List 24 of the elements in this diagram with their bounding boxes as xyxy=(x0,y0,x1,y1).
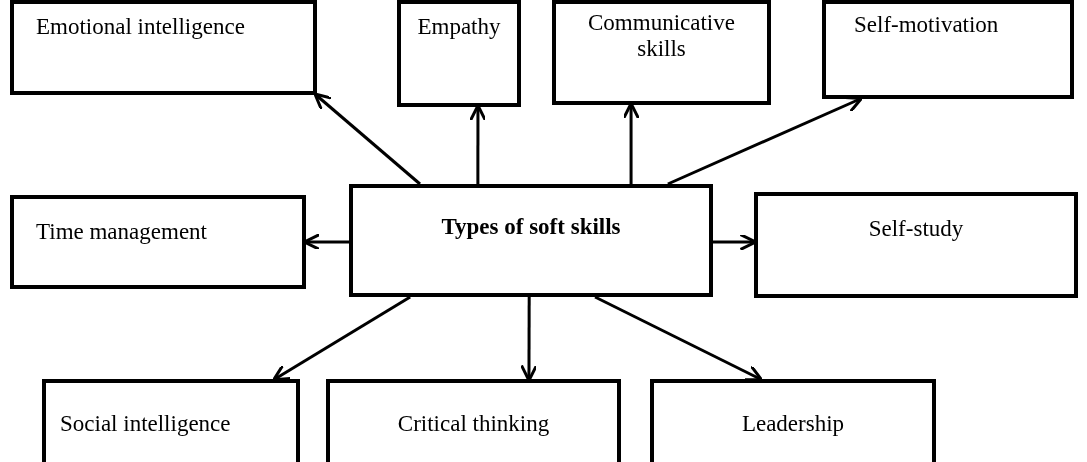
skill-box xyxy=(10,195,306,289)
skill-label: Self-study xyxy=(867,216,965,243)
skill-box xyxy=(397,0,521,107)
arrow xyxy=(313,92,421,186)
skill-label: Critical thinking xyxy=(396,411,551,438)
skill-label: Time management xyxy=(35,219,208,246)
skill-box xyxy=(42,379,300,462)
skill-box xyxy=(349,184,713,297)
skill-label: Empathy xyxy=(416,14,502,41)
arrow xyxy=(272,295,411,382)
arrow xyxy=(520,297,538,382)
skill-box xyxy=(754,192,1078,298)
skill-label: Social intelligence xyxy=(59,411,232,438)
skill-label: Leadership xyxy=(740,411,846,438)
skill-box xyxy=(10,0,317,95)
skill-box xyxy=(822,0,1074,99)
skill-label: Self-motivation xyxy=(853,12,1000,39)
skill-box xyxy=(326,379,621,462)
skill-box xyxy=(552,0,771,105)
skill-label: Communicative skills xyxy=(587,10,736,63)
skill-box xyxy=(650,379,936,462)
skill-label: Emotional intelligence xyxy=(35,14,246,41)
heading-text: Types of soft skills xyxy=(440,214,622,241)
arrow xyxy=(594,295,763,382)
